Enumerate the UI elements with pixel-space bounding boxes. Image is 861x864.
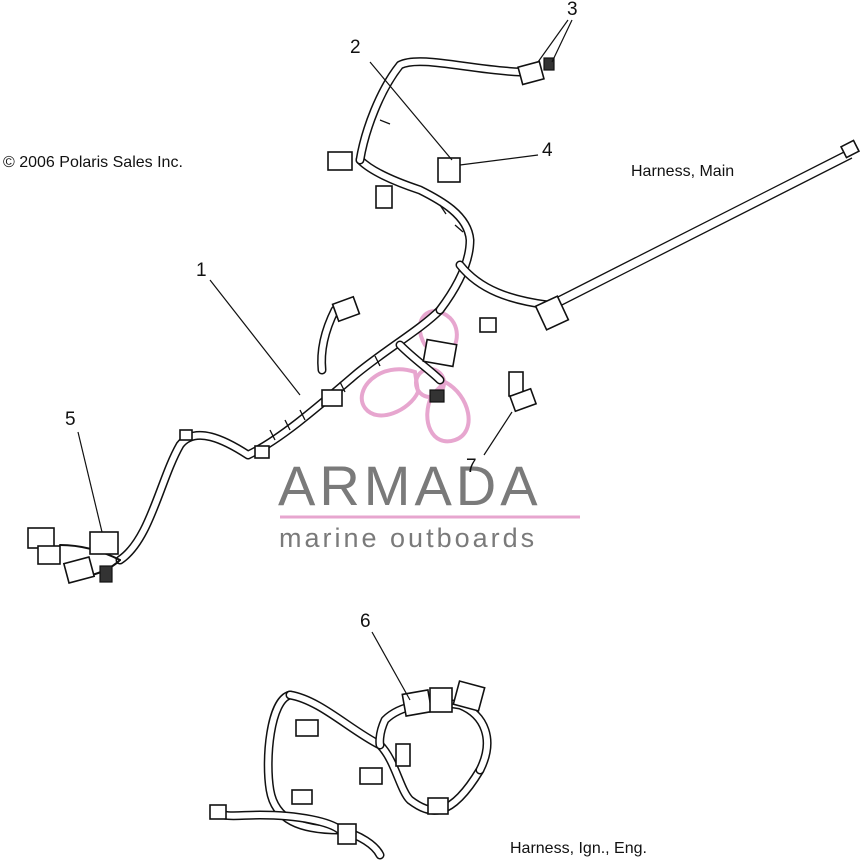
callout-1: 1 [196, 260, 207, 281]
watermark-title: ARMADA [278, 454, 542, 517]
callout-4: 4 [542, 140, 553, 161]
copyright-text: © 2006 Polaris Sales Inc. [3, 154, 183, 171]
caption-ign-eng-harness: Harness, Ign., Eng. [510, 840, 647, 857]
callout-2: 2 [350, 37, 361, 58]
main-harness [27, 57, 861, 585]
callout-6: 6 [360, 611, 371, 632]
callout-5: 5 [65, 409, 76, 430]
watermark-subtitle: marine outboards [279, 523, 537, 553]
callout-3: 3 [567, 0, 578, 20]
ignition-engine-harness [209, 680, 492, 860]
leader-lines [77, 19, 573, 701]
caption-main-harness: Harness, Main [631, 163, 734, 180]
callout-7: 7 [466, 456, 477, 477]
